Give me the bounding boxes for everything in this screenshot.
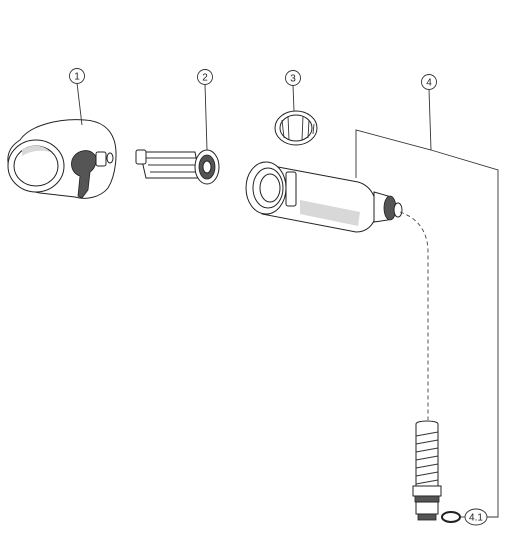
dashed-connector <box>399 211 429 420</box>
faucet-body-part <box>7 119 117 199</box>
callout-4-1-label: 4.1 <box>469 513 483 524</box>
leader-lines <box>76 82 499 518</box>
callout-1-label: 1 <box>74 72 80 83</box>
callout-2: 2 <box>197 69 213 85</box>
callout-4: 4 <box>421 74 437 90</box>
callout-2-label: 2 <box>202 73 208 84</box>
callout-4-1: 4.1 <box>464 508 488 526</box>
callout-3-label: 3 <box>290 74 296 85</box>
cartridge-spindle-part <box>135 149 220 185</box>
o-ring-part <box>441 511 461 523</box>
callout-1: 1 <box>69 68 85 84</box>
callout-4-label: 4 <box>426 78 432 89</box>
hose-part <box>412 420 442 521</box>
retaining-ring-part <box>274 110 318 146</box>
callout-3: 3 <box>285 70 301 86</box>
cartridge-assembly-part <box>245 161 403 233</box>
